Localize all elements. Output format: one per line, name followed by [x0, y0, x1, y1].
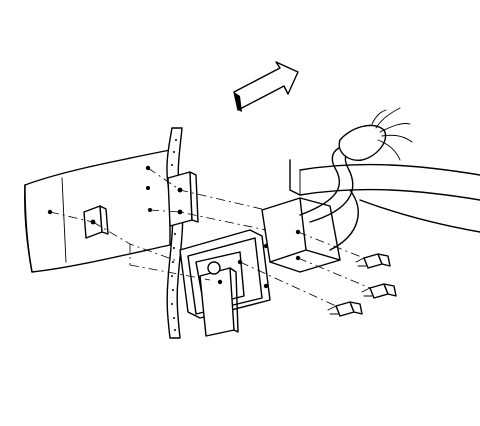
wiring-harness [299, 107, 413, 251]
screw-icon [361, 283, 397, 299]
mounting-bracket [261, 197, 341, 273]
body-panel [289, 159, 480, 233]
retainer-plate-small [83, 205, 109, 239]
forward-arrow-icon [233, 61, 299, 112]
screw-icon [355, 253, 391, 269]
assembly-leader-lines [49, 167, 371, 307]
retainer-plate-double [167, 171, 199, 227]
lamp-housing [179, 229, 271, 337]
screw-icon [327, 301, 363, 317]
